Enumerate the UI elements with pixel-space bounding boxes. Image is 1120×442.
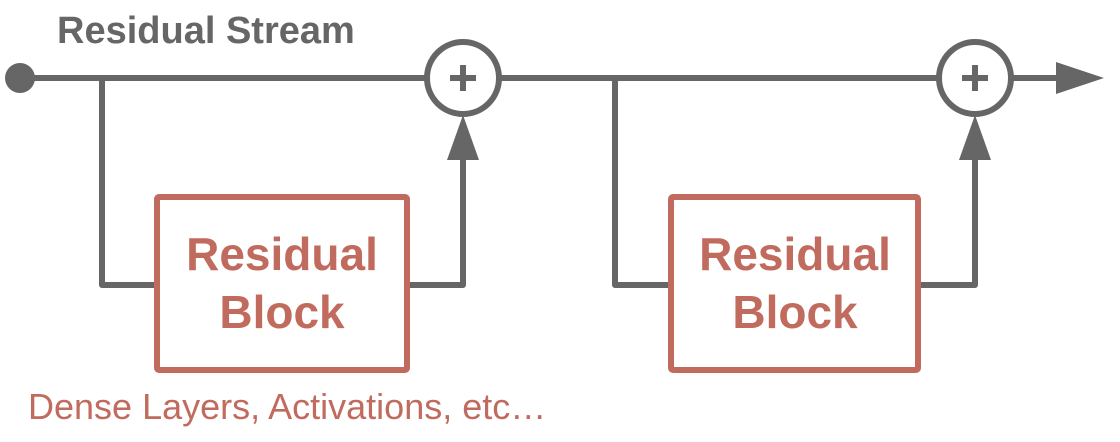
up-arrow-2 [959, 115, 991, 160]
residual-block-1-label: Residual Block [157, 225, 407, 341]
block-1-line-2: Block [219, 286, 345, 338]
up-arrow-1 [447, 115, 479, 160]
adder-circle-2 [936, 39, 1014, 117]
block-2-line-1: Residual [699, 228, 891, 280]
block-1-line-1: Residual [186, 228, 378, 280]
adder-circle-1 [424, 39, 502, 117]
residual-block-box-1 [154, 194, 410, 373]
residual-block-2-label: Residual Block [670, 225, 920, 341]
branch-path-2 [612, 78, 671, 288]
plus-icon-1-v [460, 65, 466, 91]
branch-path-1 [99, 78, 157, 288]
return-path-1 [407, 160, 466, 288]
plus-icon-2-v [972, 65, 978, 91]
block-caption: Dense Layers, Activations, etc… [28, 386, 547, 427]
stream-start-dot [5, 63, 35, 93]
residual-block-box-2 [668, 194, 921, 373]
residual-stream-label: Residual Stream [57, 10, 355, 52]
return-path-2 [918, 160, 978, 288]
block-2-line-2: Block [732, 286, 858, 338]
output-arrow-icon [1056, 62, 1104, 94]
